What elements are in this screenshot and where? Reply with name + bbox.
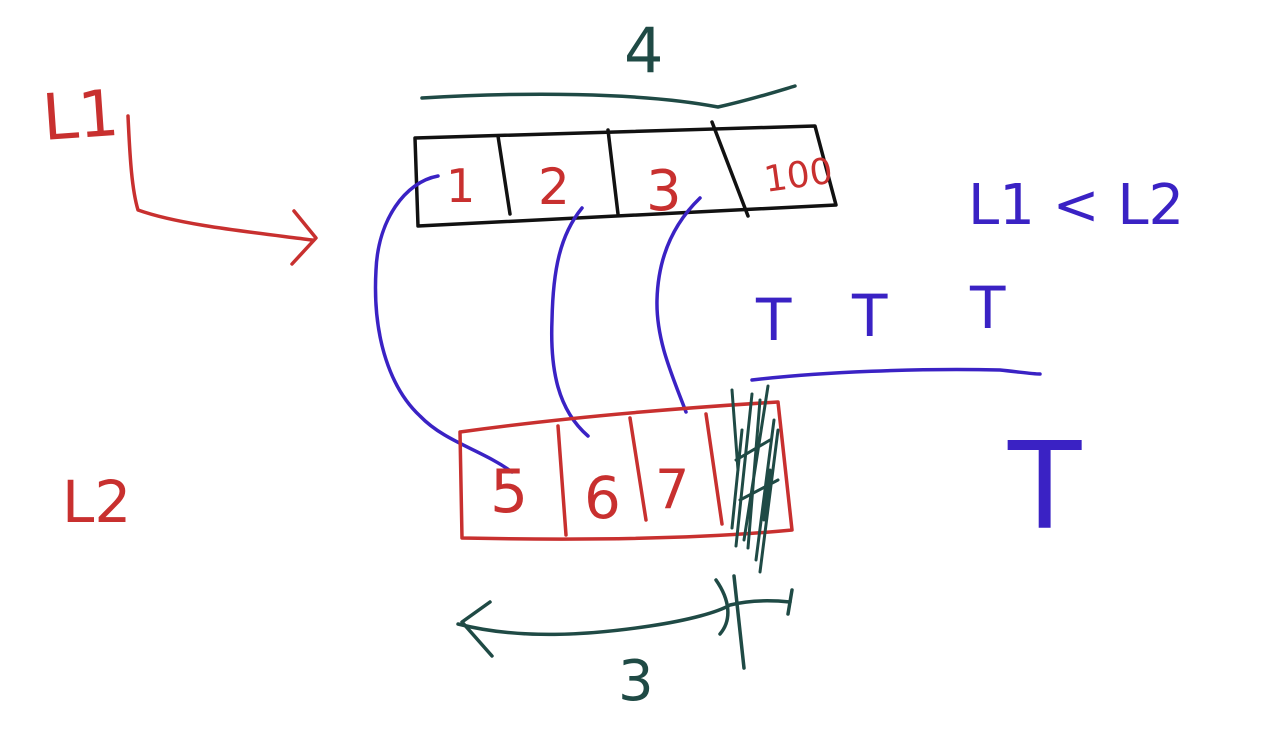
list2-array: 5 6 7 [458,384,794,574]
list1-arrowhead [290,209,318,266]
bottom-brace-right-tick [732,574,746,670]
bottom-brace-left-tick [460,600,494,658]
comparison-result: L1 < L2 T T T T [750,173,1184,557]
list1-divider-1 [496,134,512,216]
connector-3-to-7 [655,196,702,414]
list1-label: L1 [40,77,121,156]
list1-array: 1 2 3 100 [413,120,838,228]
result-underline [750,367,1042,382]
list2-divider-2 [628,416,648,522]
top-width-annotation: 4 [420,14,797,109]
list2-outline [458,400,794,541]
list2-cell: 6 [584,464,621,532]
list1-divider-3 [710,120,750,218]
bottom-width-annotation: 3 [456,574,794,714]
list2-divider-3 [704,412,724,526]
list2-cell: 5 [490,457,528,527]
list1-cell: 2 [538,158,570,216]
bottom-brace [456,599,792,637]
list1-cell: 1 [446,159,475,213]
top-width-label: 4 [624,14,663,87]
list2-divider-1 [556,424,568,537]
list1-divider-2 [606,128,620,216]
list1-cell: 3 [646,159,682,224]
result-final: T [1007,418,1082,557]
empty-slot-scribble [730,384,780,574]
result-true-1: T [755,286,792,354]
list1-outline [413,124,838,228]
list2-cell: 7 [655,458,689,521]
bottom-brace-divider [714,578,730,636]
condition-label: L1 < L2 [968,173,1184,238]
bottom-width-label: 3 [618,649,654,714]
list1-pointer: L1 [40,77,318,266]
list2-label: L2 [62,468,131,536]
list1-cell: 100 [762,151,836,201]
list1-arrow [126,114,314,242]
bottom-brace-end-tick [786,588,794,616]
top-brace [420,84,797,109]
connector-2-to-6 [549,206,590,438]
result-true-2: T [851,282,888,350]
result-true-3: T [969,274,1006,342]
